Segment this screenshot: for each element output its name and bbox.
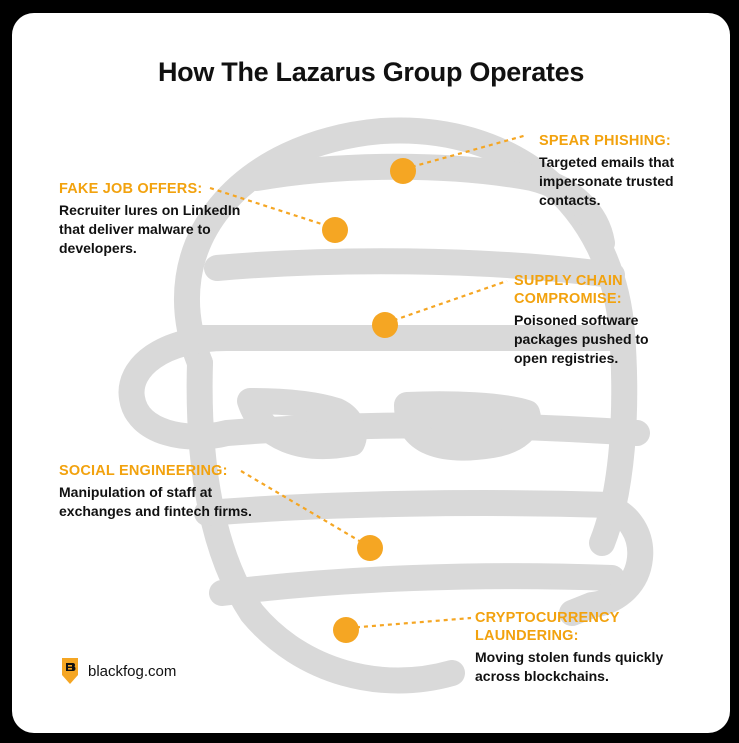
callout-description: Targeted emails that impersonate trusted… (539, 154, 675, 208)
callout-fake-job-offers: FAKE JOB OFFERS: Recruiter lures on Link… (59, 180, 249, 258)
callout-heading: SUPPLY CHAIN COMPROMISE: (514, 273, 623, 307)
social-engineering-dot (357, 535, 383, 561)
cryptocurrency-laundering-dot (333, 617, 359, 643)
callout-cryptocurrency-laundering: CRYPTOCURRENCY LAUNDERING: Moving stolen… (475, 609, 685, 686)
callout-heading: CRYPTOCURRENCY LAUNDERING: (475, 610, 620, 644)
callout-heading: FAKE JOB OFFERS: (59, 181, 203, 197)
supply-chain-dot (372, 312, 398, 338)
spear-phishing-dot (390, 158, 416, 184)
infographic-card: How The Lazarus Group Operates SPEAR PHI… (12, 13, 730, 733)
callout-heading: SPEAR PHISHING: (539, 133, 671, 149)
callout-social-engineering: SOCIAL ENGINEERING: Manipulation of staf… (59, 462, 299, 521)
brand: blackfog.com (60, 657, 176, 685)
blackfog-logo-icon (62, 658, 78, 684)
callout-spear-phishing: SPEAR PHISHING: Targeted emails that imp… (539, 132, 719, 210)
fake-job-offers-dot (322, 217, 348, 243)
callout-description: Moving stolen funds quickly across block… (475, 649, 664, 684)
callout-description: Poisoned software packages pushed to ope… (514, 312, 649, 366)
callout-connectors (209, 133, 528, 643)
callout-heading: SOCIAL ENGINEERING: (59, 463, 228, 479)
callout-supply-chain: SUPPLY CHAIN COMPROMISE: Poisoned softwa… (514, 272, 654, 368)
brand-name: blackfog.com (88, 662, 177, 680)
callout-description: Recruiter lures on LinkedIn that deliver… (59, 202, 241, 256)
callout-description: Manipulation of staff at exchanges and f… (59, 484, 252, 519)
masked-hacker-illustration (118, 117, 654, 694)
page-title: How The Lazarus Group Operates (157, 57, 585, 87)
